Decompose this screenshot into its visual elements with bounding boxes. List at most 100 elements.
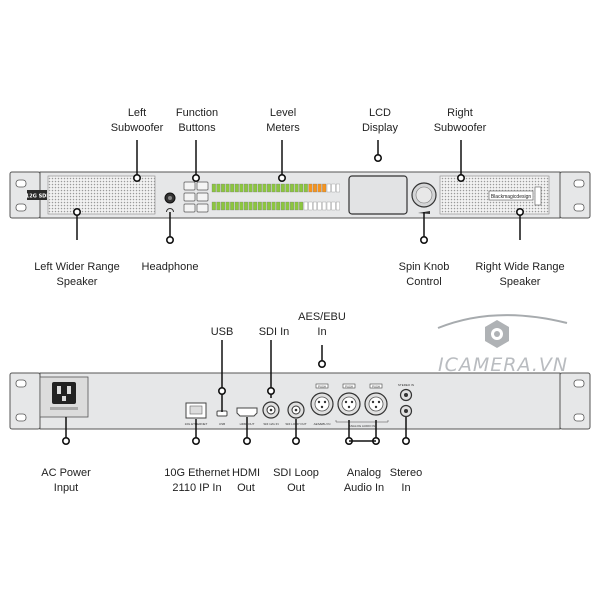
meter-segment — [244, 201, 248, 211]
meter-segment — [280, 183, 285, 193]
meter-segment — [326, 201, 331, 211]
leader-dot — [277, 174, 286, 183]
left-speaker-grille — [47, 175, 156, 215]
leader-dot — [192, 174, 201, 183]
meter-segment — [313, 201, 317, 211]
label-left-subwoofer: Left Subwoofer — [110, 107, 164, 134]
meter-segment — [326, 183, 331, 193]
xlr-push-label: PUSH — [345, 384, 353, 388]
meter-segment — [257, 201, 262, 211]
meter-segment — [280, 201, 285, 211]
watermark-logo — [437, 314, 568, 348]
meter-segment — [276, 183, 281, 193]
leader-dot — [61, 436, 70, 445]
meter-segment — [276, 201, 281, 211]
meter-segment — [239, 201, 244, 211]
meter-segment — [248, 201, 253, 211]
meter-segment — [290, 201, 294, 211]
meter-segment — [271, 201, 276, 211]
meter-segment — [308, 201, 313, 211]
leader-dot — [456, 174, 465, 183]
label-right-subwoofer: Right Subwoofer — [433, 107, 487, 134]
meter-segment — [294, 201, 299, 211]
meter-segment — [317, 183, 322, 193]
leader-dot — [419, 236, 428, 245]
label-sdi-loop-out: SDI Loop Out — [273, 467, 319, 494]
meter-segment — [331, 183, 336, 193]
xlr-analog-in-1: PUSH — [337, 383, 361, 416]
meter-segment — [308, 183, 313, 193]
meter-segment — [257, 183, 262, 193]
xlr-push-label: PUSH — [318, 384, 326, 388]
leader-dot — [133, 174, 142, 183]
meter-segment — [230, 201, 235, 211]
leader-dot — [317, 359, 326, 368]
front-panel: 12G SDI — [9, 171, 591, 219]
ac-power-inlet — [39, 376, 89, 418]
analog-port-label: ANALOG AUDIO IN — [349, 424, 376, 428]
meter-segment — [225, 183, 230, 193]
meter-segment — [299, 201, 304, 211]
meter-segment — [294, 183, 299, 193]
leader-dot — [166, 236, 175, 245]
meter-segment — [299, 183, 304, 193]
meter-segment — [336, 183, 340, 193]
headphone-icon — [166, 208, 174, 213]
label-spin-knob-control: Spin Knob Control — [398, 261, 450, 288]
rear-panel: 10G ETHERNET USB HDMI OUT SDI 12G IN — [9, 372, 591, 430]
leader-dot — [218, 386, 227, 395]
leader-dot — [266, 386, 275, 395]
meter-segment — [262, 183, 267, 193]
front-right-rack-ear — [559, 171, 591, 219]
xlr-aes-ebu-in: PUSH AES/EBU IN — [310, 383, 334, 426]
leader-dot — [192, 436, 201, 445]
meter-segment — [262, 201, 267, 211]
label-lcd-display: LCD Display — [361, 107, 399, 134]
leader-dot — [243, 436, 252, 445]
leader-dot — [291, 436, 300, 445]
meter-segment — [211, 183, 216, 193]
function-buttons — [183, 181, 209, 213]
meter-segment — [285, 201, 290, 211]
leader-dot — [373, 154, 382, 163]
meter-segment — [216, 201, 221, 211]
label-ac-power-input: AC Power Input — [41, 467, 91, 494]
meter-segment — [271, 183, 276, 193]
meter-segment — [303, 183, 308, 193]
meter-segment — [322, 201, 327, 211]
label-10g-ethernet: 10G Ethernet 2110 IP In — [164, 467, 230, 494]
label-right-wide-range-speaker: Right Wide Range Speaker — [475, 261, 565, 288]
xlr-push-label: PUSH — [372, 384, 380, 388]
meter-segment — [239, 183, 244, 193]
meter-segment — [230, 183, 235, 193]
meter-segment — [331, 201, 336, 211]
meter-segment — [267, 201, 271, 211]
meter-segment — [234, 201, 239, 211]
meter-segment — [290, 183, 294, 193]
leader-dot — [515, 208, 524, 217]
usb-port-label: USB — [219, 422, 225, 426]
label-usb: USB — [210, 326, 234, 338]
model-badge: 12G SDI — [26, 194, 49, 200]
label-sdi-in: SDI In — [258, 326, 290, 338]
label-aes-ebu-in: AES/EBU In — [298, 311, 346, 338]
callout-leaders — [61, 140, 524, 445]
leader-dot — [401, 436, 410, 445]
meter-segment — [303, 201, 308, 211]
label-left-wider-range-speaker: Left Wider Range Speaker — [34, 261, 120, 288]
label-level-meters: Level Meters — [266, 107, 300, 134]
stereo-port-label: STEREO IN — [398, 383, 414, 387]
rear-chassis — [39, 372, 561, 430]
meter-segment — [234, 183, 239, 193]
meter-segment — [285, 183, 290, 193]
label-headphone: Headphone — [141, 261, 199, 273]
label-function-buttons: Function Buttons — [175, 107, 219, 134]
aes-port-label: AES/EBU IN — [314, 422, 331, 426]
meter-segment — [248, 183, 253, 193]
meter-segment — [313, 183, 317, 193]
meter-segment — [221, 201, 225, 211]
level-meters — [211, 183, 340, 211]
brand-badge: Blackmagicdesign — [491, 194, 532, 200]
meter-segment — [253, 183, 258, 193]
